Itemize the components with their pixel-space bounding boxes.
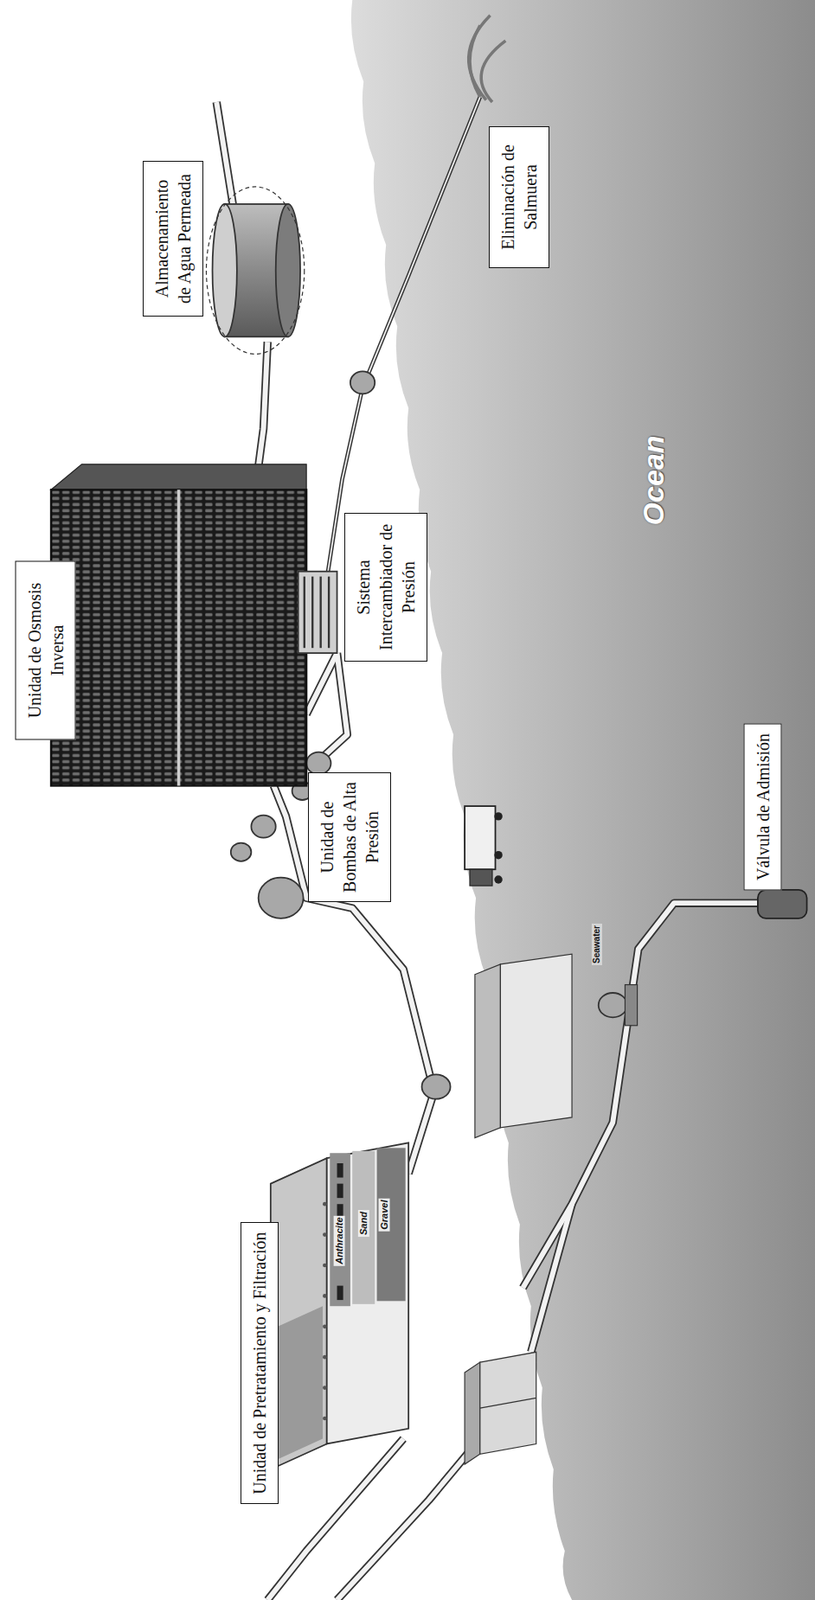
- art-circle: [494, 812, 502, 821]
- part-label: Gravel: [378, 1198, 391, 1232]
- label-box: Eliminación de Salmuera: [488, 126, 550, 269]
- art-circle: [322, 1417, 328, 1422]
- art-use: [337, 1439, 481, 1600]
- box-text: Almacenamiento de Agua Permeada: [150, 170, 196, 308]
- art-circle: [322, 1294, 328, 1299]
- label-box: Unidad de Osmosis Inversa: [15, 561, 77, 741]
- art-ellipse: [422, 1074, 451, 1099]
- box-text: Unidad de Osmosis Inversa: [23, 571, 69, 732]
- art-use: [267, 1439, 404, 1600]
- pretreatment-top: [270, 1158, 328, 1470]
- building-top: [474, 964, 501, 1139]
- art-use: [216, 102, 233, 205]
- exchanger-tubes: [304, 577, 329, 649]
- art-ellipse: [306, 752, 331, 776]
- box-text: Unidad de Bombas de Alta Presión: [315, 782, 384, 893]
- box-text: Eliminación de Salmuera: [496, 135, 542, 259]
- filter-sand: [352, 1151, 375, 1305]
- building-side: [500, 954, 572, 1129]
- art-circle: [322, 1355, 328, 1361]
- part-label: Seawater: [591, 924, 603, 966]
- ro-rack-divider: [177, 489, 181, 786]
- box-text: Unidad de Pretratamiento y Filtración: [248, 1232, 271, 1496]
- art-path: [481, 40, 506, 103]
- truck-wheels: [494, 812, 502, 885]
- intake-unit-side: [480, 1352, 537, 1455]
- art-ellipse: [250, 815, 276, 839]
- art-circle: [322, 1324, 328, 1329]
- art-line: [327, 577, 330, 649]
- art-rect: [337, 1163, 344, 1179]
- intake-unit-top: [464, 1362, 481, 1465]
- art-rect: [337, 1286, 344, 1302]
- box-text: Sistema Intercambiador de Presión: [352, 522, 420, 653]
- art-ellipse: [598, 993, 628, 1018]
- pretreatment-water: [277, 1306, 323, 1460]
- art-use: [311, 653, 347, 768]
- storage-tank-outline: [205, 186, 304, 354]
- seawater-pump-base: [624, 985, 637, 1027]
- art-ellipse: [350, 371, 375, 394]
- truck-body: [464, 806, 495, 870]
- art-circle: [322, 1202, 328, 1207]
- label-box: Unidad de Pretratamiento y Filtración: [240, 1222, 279, 1505]
- art-use: [306, 653, 337, 715]
- filter-anthracite: [329, 1153, 351, 1307]
- art-use: [216, 102, 233, 205]
- ro-rack-top: [51, 464, 307, 490]
- art-use: [306, 653, 337, 715]
- art-use: [267, 1439, 404, 1600]
- storage-tank-end2: [275, 204, 301, 337]
- pipe-fill: [216, 102, 761, 1600]
- art-line: [311, 577, 314, 649]
- box-text: Válvula de Admisión: [751, 733, 775, 882]
- pressure-exchanger: [298, 571, 338, 654]
- storage-tank-end: [212, 204, 238, 337]
- pretreatment-side: [327, 1142, 409, 1444]
- art-line: [303, 577, 306, 649]
- art-use: [337, 1439, 481, 1600]
- art-circle: [494, 875, 502, 884]
- art-line: [319, 577, 321, 649]
- art-circle: [322, 1232, 328, 1238]
- label-box: Almacenamiento de Agua Permeada: [142, 160, 204, 317]
- art-ellipse: [258, 878, 304, 919]
- art-circle: [322, 1386, 328, 1391]
- art-use: [531, 1204, 572, 1353]
- part-label: Sand: [358, 1210, 370, 1238]
- region-label: Ocean: [635, 433, 672, 527]
- art-ellipse: [231, 843, 252, 862]
- pipe-outline: [216, 102, 761, 1600]
- label-box: Válvula de Admisión: [744, 724, 783, 892]
- art-use: [531, 1204, 572, 1353]
- label-box: Unidad de Bombas de Alta Presión: [308, 772, 392, 903]
- intake-unit-divider: [480, 1398, 537, 1409]
- truck-cab: [469, 869, 493, 886]
- art-circle: [494, 851, 502, 860]
- part-label: Anthracite: [333, 1215, 346, 1266]
- art-circle: [322, 1264, 328, 1269]
- filter-gravel: [377, 1148, 406, 1302]
- intake-valve: [757, 890, 808, 919]
- diffuser-plume: [468, 15, 507, 103]
- label-box: Sistema Intercambiador de Presión: [344, 513, 428, 662]
- art-rect: [337, 1184, 344, 1200]
- tank-dots: [322, 1202, 328, 1421]
- ro-rack: [51, 489, 307, 786]
